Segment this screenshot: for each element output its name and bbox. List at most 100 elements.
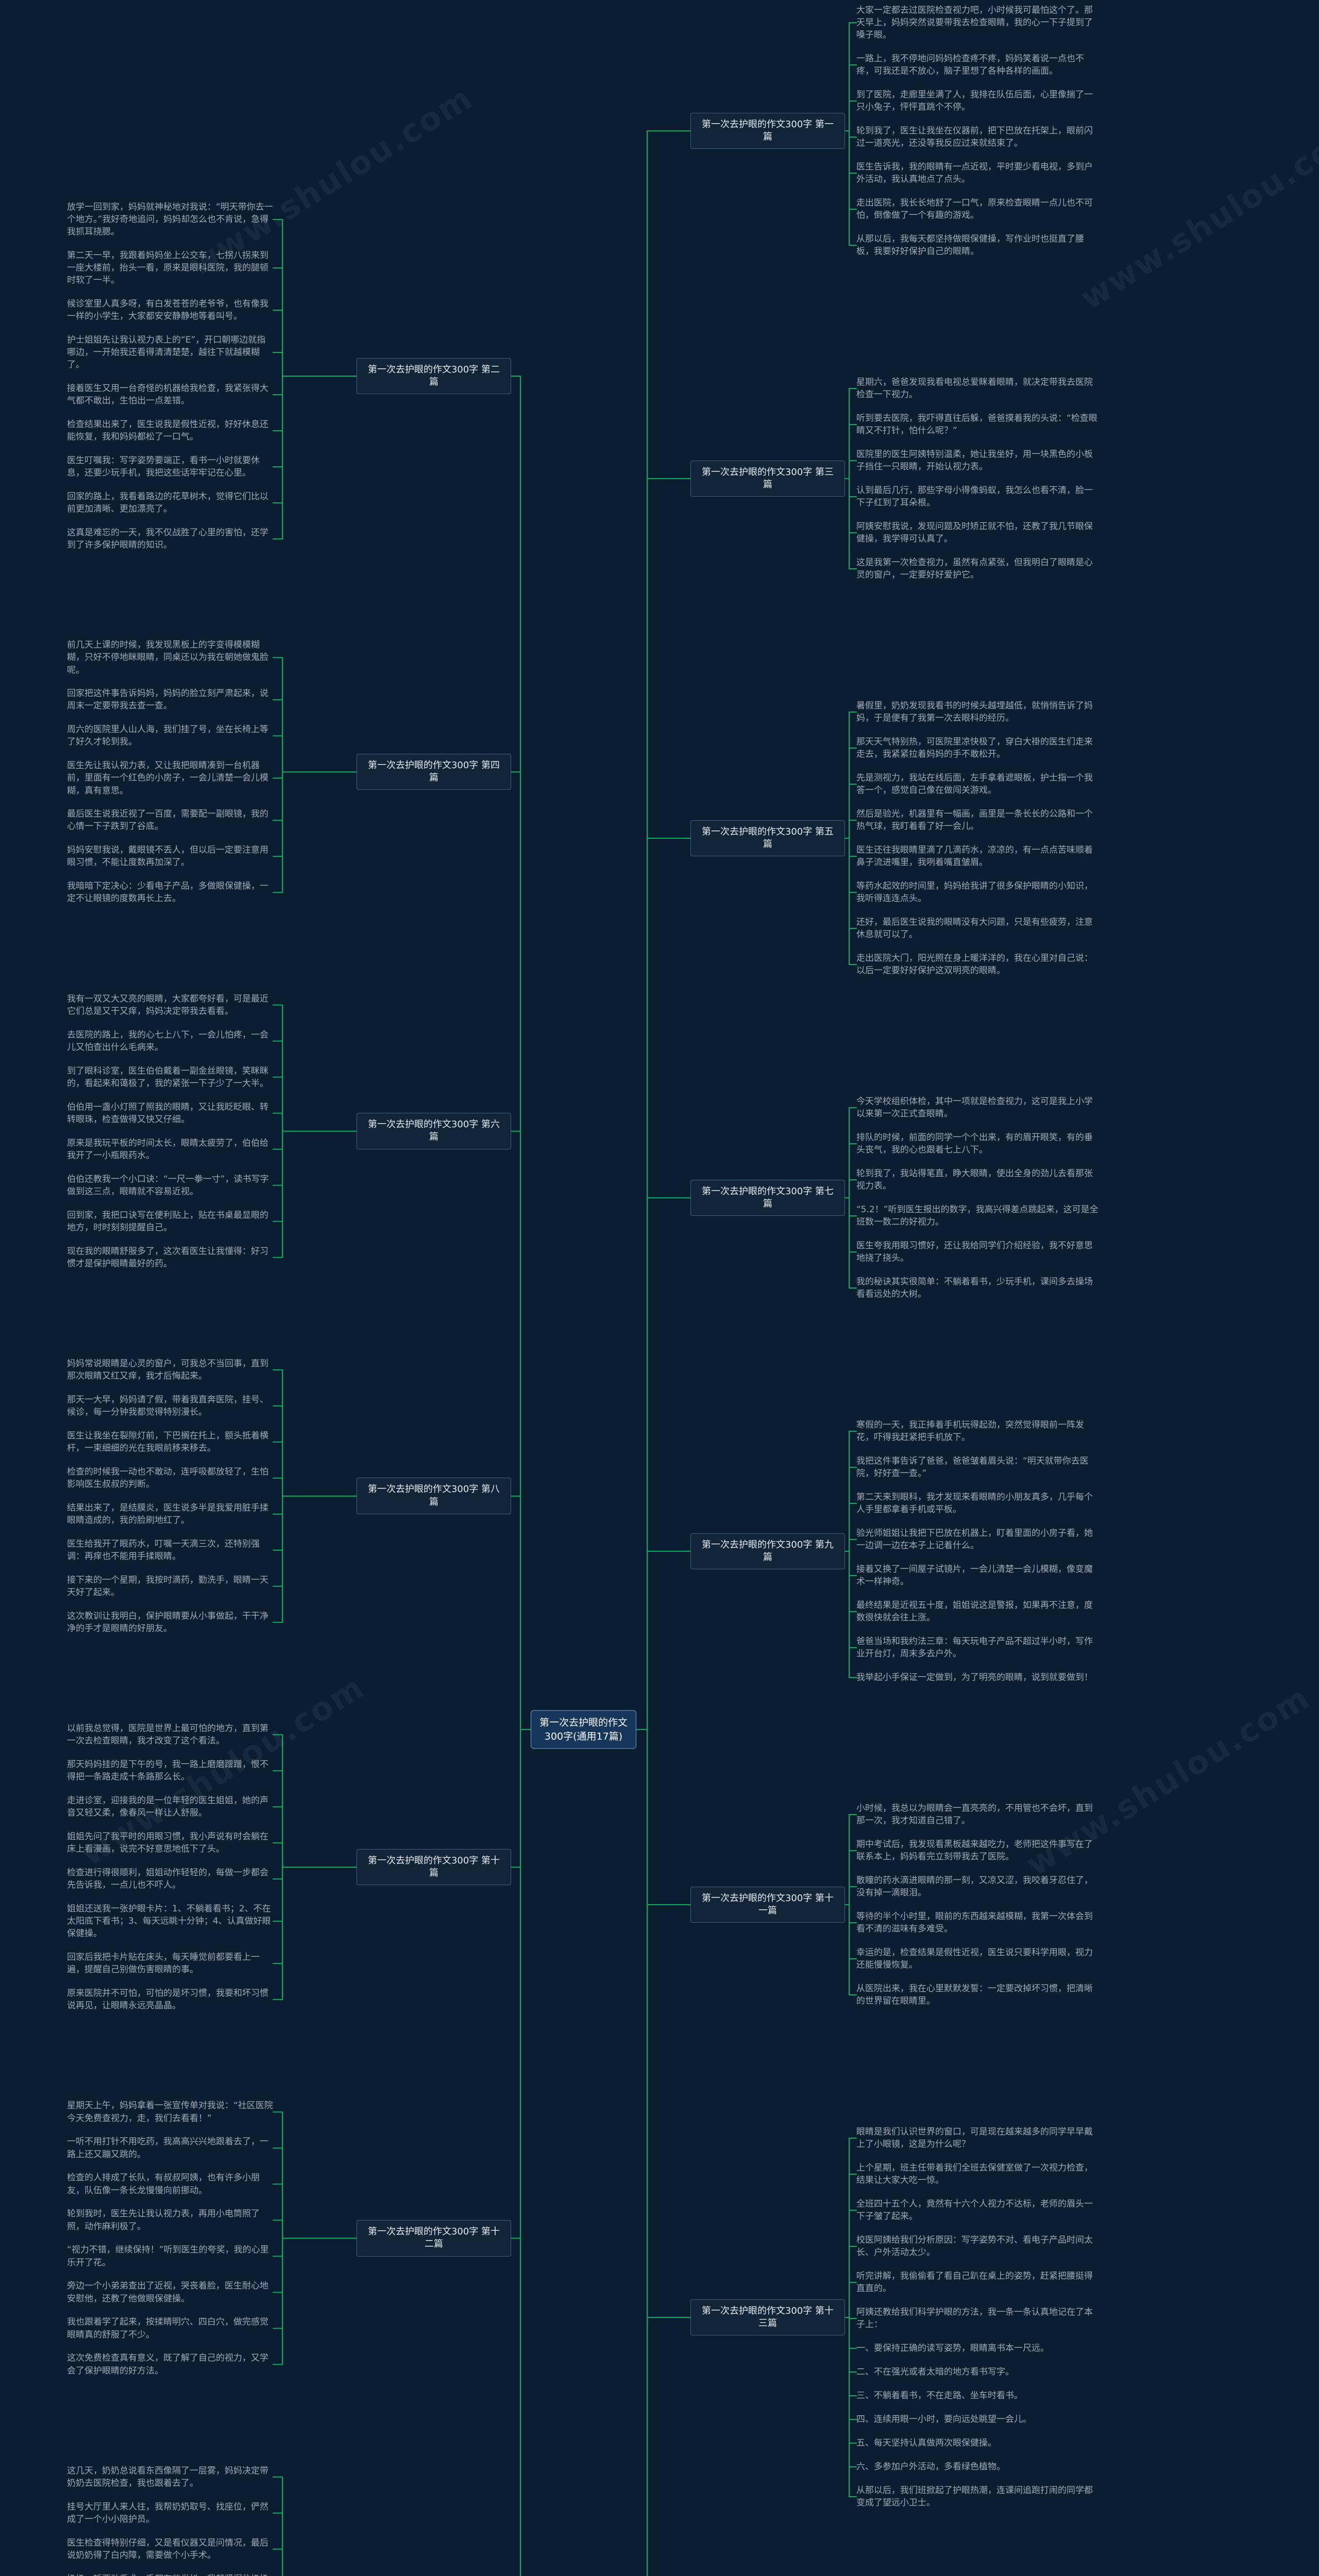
paragraph-node[interactable]: 我把这件事告诉了爸爸，爸爸皱着眉头说：“明天就带你去医院，好好查一查。”: [856, 1456, 1089, 1479]
paragraph-node[interactable]: 检查结果出来了，医生说我是假性近视，好好休息还能恢复，我和妈妈都松了一口气。: [67, 419, 268, 443]
paragraph-node[interactable]: 旁边一个小弟弟查出了近视，哭丧着脸，医生耐心地安慰他，还教了他做眼保健操。: [67, 2281, 268, 2304]
paragraph-node[interactable]: 接着医生又用一台奇怪的机器给我检查，我紧张得大气都不敢出，生怕出一点差错。: [67, 383, 268, 406]
paragraph-node[interactable]: 眼睛是我们认识世界的窗口，可是现在越来越多的同学早早戴上了小眼镜，这是为什么呢？: [856, 2127, 1093, 2150]
paragraph-node[interactable]: 伯伯用一盏小灯照了照我的眼睛，又让我眨眨眼、转转眼珠，检查做得又快又仔细。: [67, 1101, 268, 1125]
paragraph-node[interactable]: 走出医院，我长长地舒了一口气，原来检查眼睛一点儿也不可怕，倒像做了一个有趣的游戏…: [856, 198, 1093, 221]
paragraph-node[interactable]: 结果出来了，是结膜炎，医生说多半是我爱用脏手揉眼睛造成的，我的脸刷地红了。: [67, 1502, 268, 1526]
paragraph-node[interactable]: 护士姐姐先让我认视力表上的“E”，开口朝哪边就指哪边，一开始我还看得清清楚楚，越…: [67, 335, 266, 370]
paragraph-node[interactable]: 阿姨还教给我们科学护眼的方法，我一条一条认真地记在了本子上：: [856, 2307, 1093, 2330]
paragraph-node[interactable]: 一、要保持正确的读写姿势，眼睛离书本一尺远。: [856, 2343, 1049, 2353]
paragraph-node[interactable]: 以前我总觉得，医院是世界上最可怕的地方，直到第一次去检查眼睛，我才改变了这个看法…: [67, 1723, 268, 1747]
paragraph-node[interactable]: 医生先让我认视力表，又让我把眼睛凑到一台机器前，里面有一个红色的小房子，一会儿清…: [67, 760, 268, 796]
paragraph-node[interactable]: 放学一回到家，妈妈就神秘地对我说：“明天带你去一个地方。”我好奇地追问，妈妈却怎…: [67, 202, 273, 238]
paragraph-node[interactable]: 这次免费检查真有意义，既了解了自己的视力，又学会了保护眼睛的好方法。: [67, 2353, 268, 2376]
section-title-node[interactable]: 第一次去护眼的作文300字 第五篇: [690, 820, 845, 857]
paragraph-node[interactable]: 排队的时候，前面的同学一个个出来，有的眉开眼笑，有的垂头丧气，我的心也跟着七上八…: [856, 1132, 1093, 1156]
paragraph-node[interactable]: 到了眼科诊室，医生伯伯戴着一副金丝眼镜，笑眯眯的，看起来和蔼极了，我的紧张一下子…: [67, 1065, 268, 1089]
paragraph-node[interactable]: 散瞳的药水滴进眼睛的那一刻，又凉又涩，我咬着牙忍住了，没有掉一滴眼泪。: [856, 1875, 1093, 1899]
paragraph-node[interactable]: 我暗暗下定决心：少看电子产品，多做眼保健操，一定不让眼镜的度数再长上去。: [67, 881, 268, 904]
paragraph-node[interactable]: 接下来的一个星期，我按时滴药，勤洗手，眼睛一天天好了起来。: [67, 1574, 268, 1598]
paragraph-node[interactable]: 那天天气特别热，可医院里凉快极了，穿白大褂的医生们走来走去，我紧紧拉着妈妈的手不…: [856, 737, 1093, 760]
paragraph-node[interactable]: 听到要去医院，我吓得直往后躲，爸爸摸着我的头说：“检查眼睛又不打针，怕什么呢？”: [856, 413, 1097, 436]
section-title-node[interactable]: 第一次去护眼的作文300字 第二篇: [357, 358, 511, 395]
section-title-node[interactable]: 第一次去护眼的作文300字 第十一篇: [690, 1886, 845, 1923]
paragraph-node[interactable]: 这真是难忘的一天，我不仅战胜了心里的害怕，还学到了许多保护眼睛的知识。: [67, 528, 268, 551]
paragraph-node[interactable]: 验光师姐姐让我把下巴放在机器上，盯着里面的小房子看，她一边调一边在本子上记着什么…: [856, 1528, 1093, 1551]
paragraph-node[interactable]: 我也跟着学了起来，按揉睛明穴、四白穴，做完感觉眼睛真的舒服了不少。: [67, 2317, 268, 2340]
paragraph-node[interactable]: 期中考试后，我发现看黑板越来越吃力，老师把这件事写在了联系本上，妈妈看完立刻带我…: [856, 1839, 1093, 1862]
section-title-node[interactable]: 第一次去护眼的作文300字 第四篇: [357, 753, 511, 790]
paragraph-node[interactable]: 一路上，我不停地问妈妈检查疼不疼，妈妈笑着说一点也不疼，可我还是不放心，脑子里想…: [856, 54, 1084, 77]
paragraph-node[interactable]: 候诊室里人真多呀，有白发苍苍的老爷爷，也有像我一样的小学生，大家都安安静静地等着…: [67, 299, 268, 322]
paragraph-node[interactable]: 医生叮嘱我：写字姿势要端正，看书一小时就要休息，还要少玩手机，我把这些话牢牢记在…: [67, 455, 260, 479]
central-topic-node[interactable]: 第一次去护眼的作文300字(通用17篇): [531, 1710, 636, 1749]
section-title-node[interactable]: 第一次去护眼的作文300字 第九篇: [690, 1533, 845, 1570]
paragraph-node[interactable]: 检查进行得很顺利，姐姐动作轻轻的，每做一步都会先告诉我，一点儿也不吓人。: [67, 1868, 268, 1891]
paragraph-node[interactable]: 今天学校组织体检，其中一项就是检查视力，这可是我上小学以来第一次正式查眼睛。: [856, 1096, 1093, 1120]
paragraph-node[interactable]: 轮到我时，医生先让我认视力表，再用小电筒照了照，动作麻利极了。: [67, 2209, 260, 2232]
paragraph-node[interactable]: 医生告诉我，我的眼睛有一点近视，平时要少看电视，多到户外活动，我认真地点了点头。: [856, 162, 1093, 185]
paragraph-node[interactable]: 奶奶一听要动手术，手都有些发抖，我赶紧握住奶奶的手说：“别怕，我陪着您呢！”: [67, 2573, 273, 2576]
section-title-node[interactable]: 第一次去护眼的作文300字 第一篇: [690, 112, 845, 149]
paragraph-node[interactable]: 然后是验光，机器里有一幅画，画里是一条长长的公路和一个热气球，我盯着看了好一会儿…: [856, 809, 1093, 832]
paragraph-node[interactable]: 星期天上午，妈妈拿着一张宣传单对我说：“社区医院今天免费查视力，走，我们去看看！…: [67, 2100, 273, 2124]
paragraph-node[interactable]: 现在我的眼睛舒服多了，这次看医生让我懂得：好习惯才是保护眼睛最好的药。: [67, 1246, 268, 1269]
section-title-node[interactable]: 第一次去护眼的作文300字 第三篇: [690, 460, 845, 497]
section-title-node[interactable]: 第一次去护眼的作文300字 第八篇: [357, 1478, 511, 1514]
paragraph-node[interactable]: 医生夸我用眼习惯好，还让我给同学们介绍经验，我不好意思地挠了挠头。: [856, 1241, 1093, 1264]
paragraph-node[interactable]: 四、连续用眼一小时，要向远处眺望一会儿。: [856, 2414, 1031, 2425]
paragraph-node[interactable]: 大家一定都去过医院检查视力吧，小时候我可最怕这个了。那天早上，妈妈突然说要带我去…: [856, 5, 1093, 41]
paragraph-node[interactable]: 这几天，奶奶总说看东西像隔了一层雾，妈妈决定带奶奶去医院检查，我也跟着去了。: [67, 2465, 268, 2488]
paragraph-node[interactable]: 到了医院，走廊里坐满了人，我排在队伍后面，心里像揣了一只小兔子，怦怦直跳个不停。: [856, 90, 1093, 113]
paragraph-node[interactable]: 姐姐还送我一张护眼卡片：1、不躺着看书；2、不在太阳底下看书；3、每天远眺十分钟…: [67, 1904, 271, 1939]
paragraph-node[interactable]: 医院里的医生阿姨特别温柔，她让我坐好，用一块黑色的小板子挡住一只眼睛，开始认视力…: [856, 449, 1093, 472]
paragraph-node[interactable]: 从医院出来，我在心里默默发誓：一定要改掉坏习惯，把清晰的世界留在眼睛里。: [856, 1984, 1093, 2007]
paragraph-node[interactable]: 姐姐先问了我平时的用眼习惯，我小声说有时会躺在床上看漫画，说完不好意思地低下了头…: [67, 1832, 268, 1855]
section-title-node[interactable]: 第一次去护眼的作文300字 第十篇: [357, 1849, 511, 1886]
paragraph-node[interactable]: 妈妈常说眼睛是心灵的窗户，可我总不当回事，直到那次眼睛又红又痒，我才后悔起来。: [67, 1358, 268, 1381]
paragraph-node[interactable]: “视力不错，继续保持！”听到医生的夸奖，我的心里乐开了花。: [67, 2245, 269, 2268]
paragraph-node[interactable]: 去医院的路上，我的心七上八下，一会儿怕疼，一会儿又怕查出什么毛病来。: [67, 1029, 268, 1053]
paragraph-node[interactable]: 走出医院大门，阳光照在身上暖洋洋的，我在心里对自己说：以后一定要好好保护这双明亮…: [856, 953, 1093, 976]
paragraph-node[interactable]: 三、不躺着看书，不在走路、坐车时看书。: [856, 2391, 1023, 2401]
paragraph-node[interactable]: 五、每天坚持认真做两次眼保健操。: [856, 2438, 996, 2448]
paragraph-node[interactable]: 回家后我把卡片贴在床头，每天睡觉前都要看上一遍，提醒自己别做伤害眼睛的事。: [67, 1952, 260, 1975]
paragraph-node[interactable]: 医生给我开了眼药水，叮嘱一天滴三次，还特别强调：再痒也不能用手揉眼睛。: [67, 1538, 260, 1562]
paragraph-node[interactable]: 二、不在强光或者太暗的地方看书写字。: [856, 2367, 1014, 2377]
paragraph-node[interactable]: 回家把这件事告诉妈妈，妈妈的脸立刻严肃起来，说周末一定要带我去查一查。: [67, 688, 268, 711]
paragraph-node[interactable]: 轮到我了，医生让我坐在仪器前，把下巴放在托架上，眼前闪过一道亮光，还没等我反应过…: [856, 126, 1093, 149]
paragraph-node[interactable]: 检查的时候我一动也不敢动，连呼吸都放轻了，生怕影响医生叔叔的判断。: [67, 1466, 268, 1489]
paragraph-node[interactable]: 医生还往我眼睛里滴了几滴药水，凉凉的，有一点点苦味顺着鼻子流进嘴里，我咧着嘴直皱…: [856, 845, 1093, 868]
paragraph-node[interactable]: 前几天上课的时候，我发现黑板上的字变得模模糊糊，只好不停地眯眼睛，同桌还以为我在…: [67, 640, 268, 675]
section-title-node[interactable]: 第一次去护眼的作文300字 第十三篇: [690, 2299, 845, 2336]
paragraph-node[interactable]: 医生让我坐在裂隙灯前，下巴搁在托上，额头抵着横杆，一束细细的光在我眼前移来移去。: [67, 1430, 268, 1453]
paragraph-node[interactable]: 等待的半个小时里，眼前的东西越来越模糊，我第一次体会到看不清的滋味有多难受。: [856, 1911, 1093, 1935]
paragraph-node[interactable]: “5.2！”听到医生报出的数字，我高兴得差点跳起来，这可是全班数一数二的好视力。: [856, 1205, 1098, 1228]
paragraph-node[interactable]: 一听不用打针不用吃药，我高高兴兴地跟着去了，一路上还又蹦又跳的。: [67, 2137, 268, 2160]
paragraph-node[interactable]: 第二天一早，我跟着妈妈坐上公交车，七拐八拐来到一座大楼前，抬头一看，原来是眼科医…: [67, 250, 268, 286]
paragraph-node[interactable]: 回家的路上，我看着路边的花草树木，觉得它们比以前更加清晰、更加漂亮了。: [67, 492, 268, 515]
paragraph-node[interactable]: 我举起小手保证一定做到，为了明亮的眼睛，说到就要做到！: [856, 1672, 1093, 1683]
paragraph-node[interactable]: 那天一大早，妈妈请了假，带着我直奔医院，挂号、候诊，每一分钟我都觉得特别漫长。: [67, 1394, 268, 1417]
paragraph-node[interactable]: 那天妈妈挂的是下午的号，我一路上磨磨蹭蹭，恨不得把一条路走成十条路那么长。: [67, 1759, 268, 1783]
paragraph-node[interactable]: 爸爸当场和我约法三章：每天玩电子产品不超过半小时，写作业开台灯，周末多去户外。: [856, 1636, 1093, 1659]
paragraph-node[interactable]: 医生检查得特别仔细，又是看仪器又是问情况，最后说奶奶得了白内障，需要做个小手术。: [67, 2537, 268, 2561]
paragraph-node[interactable]: 星期六，爸爸发现我看电视总爱眯着眼睛，就决定带我去医院检查一下视力。: [856, 377, 1093, 400]
section-title-node[interactable]: 第一次去护眼的作文300字 第十二篇: [357, 2219, 511, 2257]
paragraph-node[interactable]: 接着又换了一间屋子试镜片，一会儿清楚一会儿模糊，像变魔术一样神奇。: [856, 1564, 1093, 1587]
paragraph-node[interactable]: 检查的人排成了长队，有叔叔阿姨，也有许多小朋友，队伍像一条长龙慢慢向前挪动。: [67, 2173, 260, 2196]
paragraph-node[interactable]: 阿姨安慰我说，发现问题及时矫正就不怕，还教了我几节眼保健操，我学得可认真了。: [856, 521, 1093, 545]
paragraph-node[interactable]: 轮到我了，我站得笔直，睁大眼睛，使出全身的劲儿去看那张视力表。: [856, 1168, 1093, 1192]
section-title-node[interactable]: 第一次去护眼的作文300字 第七篇: [690, 1179, 845, 1216]
paragraph-node[interactable]: 这是我第一次检查视力，虽然有点紧张，但我明白了眼睛是心灵的窗户，一定要好好爱护它…: [856, 557, 1093, 581]
paragraph-node[interactable]: 六、多参加户外活动，多看绿色植物。: [856, 2462, 1005, 2472]
paragraph-node[interactable]: 妈妈安慰我说，戴眼镜不丢人，但以后一定要注意用眼习惯，不能让度数再加深了。: [67, 845, 268, 868]
paragraph-node[interactable]: 我的秘诀其实很简单：不躺着看书，少玩手机，课间多去操场看看远处的大树。: [856, 1277, 1093, 1300]
paragraph-node[interactable]: 回到家，我把口诀写在便利贴上，贴在书桌最显眼的地方，时时刻刻提醒自己。: [67, 1210, 268, 1233]
paragraph-node[interactable]: 第二天来到眼科，我才发现来看眼睛的小朋友真多，几乎每个人手里都拿着手机或平板。: [856, 1492, 1093, 1515]
paragraph-node[interactable]: 原来是我玩平板的时间太长，眼睛太疲劳了，伯伯给我开了一小瓶眼药水。: [67, 1138, 268, 1161]
paragraph-node[interactable]: 伯伯还教我一个小口诀：“一尺一拳一寸”，读书写字做到这三点，眼睛就不容易近视。: [67, 1174, 269, 1197]
paragraph-node[interactable]: 认到最后几行，那些字母小得像蚂蚁，我怎么也看不清，脸一下子红到了耳朵根。: [856, 485, 1093, 509]
paragraph-node[interactable]: 暑假里，奶奶发现我看书的时候头越埋越低，就悄悄告诉了妈妈，于是便有了我第一次去眼…: [856, 701, 1093, 724]
paragraph-node[interactable]: 走进诊室，迎接我的是一位年轻的医生姐姐，她的声音又轻又柔，像春风一样让人舒服。: [67, 1795, 268, 1819]
